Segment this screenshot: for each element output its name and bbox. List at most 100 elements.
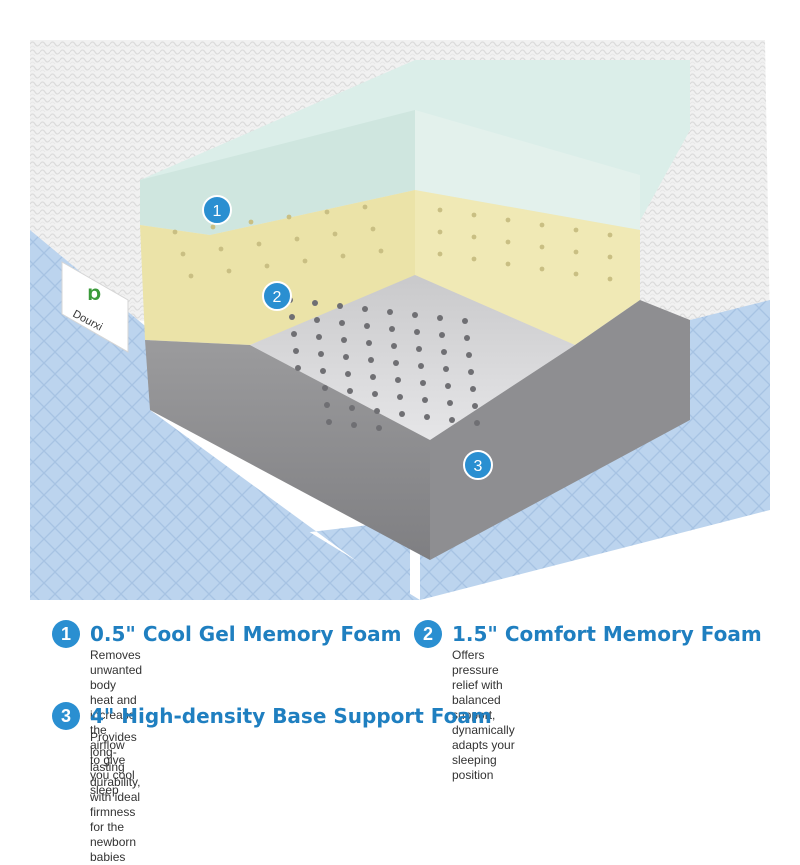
- perforation-dot: [374, 408, 380, 414]
- base-layer-floor: [250, 275, 575, 440]
- feature-title: 0.5" Cool Gel Memory Foam: [90, 622, 402, 646]
- mattress-cutaway-illustration: Ɒ Dourxi 1 2 3: [30, 40, 770, 600]
- perforation-dot: [437, 251, 443, 257]
- perforation-dot: [188, 273, 194, 279]
- perforation-dot: [397, 394, 403, 400]
- perforation-dot: [349, 405, 355, 411]
- perforation-dot: [422, 397, 428, 403]
- perforation-dot: [437, 315, 443, 321]
- perforation-dot: [341, 337, 347, 343]
- base-layer-front: [145, 340, 430, 560]
- perforation-dot: [437, 229, 443, 235]
- layer-marker-3: 3: [463, 450, 493, 480]
- perforation-dot: [418, 363, 424, 369]
- perforation-dot: [302, 258, 308, 264]
- perforation-dot: [573, 271, 579, 277]
- perforation-dot: [416, 346, 422, 352]
- perforation-dot: [372, 391, 378, 397]
- perforation-dot: [470, 386, 476, 392]
- perforation-dot: [424, 414, 430, 420]
- foam-perforations: [172, 204, 613, 431]
- perforation-dot: [316, 334, 322, 340]
- perforation-dot: [339, 320, 345, 326]
- svg-text:3: 3: [474, 458, 483, 475]
- perforation-dot: [347, 388, 353, 394]
- perforation-dot: [474, 420, 480, 426]
- perforation-dot: [370, 226, 376, 232]
- perforation-dot: [362, 204, 368, 210]
- perforation-dot: [443, 366, 449, 372]
- perforation-dot: [312, 300, 318, 306]
- perforation-dot: [573, 249, 579, 255]
- perforation-dot: [471, 234, 477, 240]
- perforation-dot: [505, 239, 511, 245]
- perforation-dot: [366, 340, 372, 346]
- feature-number-badge: 1: [52, 620, 80, 648]
- perforation-dot: [539, 222, 545, 228]
- perforation-dot: [210, 224, 216, 230]
- perforation-dot: [294, 236, 300, 242]
- perforation-dot: [539, 244, 545, 250]
- perforation-dot: [414, 329, 420, 335]
- comfort-layer-right: [415, 190, 640, 345]
- perforation-dot: [389, 326, 395, 332]
- perforation-dot: [505, 217, 511, 223]
- perforation-dot: [387, 309, 393, 315]
- perforation-dot: [449, 417, 455, 423]
- brand-logo-icon: Ɒ: [88, 285, 102, 304]
- perforation-dot: [314, 317, 320, 323]
- perforation-dot: [607, 232, 613, 238]
- perforation-dot: [393, 360, 399, 366]
- perforation-dot: [364, 323, 370, 329]
- perforation-dot: [399, 411, 405, 417]
- perforation-dot: [412, 312, 418, 318]
- mattress-side-panel-right: [420, 300, 770, 600]
- perforation-dot: [607, 276, 613, 282]
- feature-title: 4" High-density Base Support Foam: [90, 704, 492, 728]
- perforation-dot: [324, 402, 330, 408]
- perforation-dot: [318, 351, 324, 357]
- perforation-dot: [370, 374, 376, 380]
- perforation-dot: [180, 251, 186, 257]
- perforation-dot: [345, 371, 351, 377]
- perforation-dot: [471, 256, 477, 262]
- perforation-dot: [322, 385, 328, 391]
- svg-text:1: 1: [213, 203, 222, 220]
- perforation-dot: [471, 212, 477, 218]
- perforation-dot: [291, 331, 297, 337]
- layer-marker-2: 2: [262, 281, 292, 311]
- perforation-dot: [466, 352, 472, 358]
- perforation-dot: [172, 229, 178, 235]
- perforation-dot: [420, 380, 426, 386]
- perforation-dot: [468, 369, 474, 375]
- perforation-dot: [340, 253, 346, 259]
- perforation-dot: [343, 354, 349, 360]
- perforation-dot: [376, 425, 382, 431]
- perforation-dot: [539, 266, 545, 272]
- perforation-dot: [218, 246, 224, 252]
- brand-tag: Ɒ Dourxi: [61, 261, 129, 353]
- perforation-dot: [447, 400, 453, 406]
- perforation-dot: [320, 368, 326, 374]
- perforation-dot: [264, 263, 270, 269]
- feature-description: Removes unwanted body heat and increase …: [90, 648, 143, 797]
- perforation-dot: [378, 248, 384, 254]
- perforation-dot: [351, 422, 357, 428]
- perforation-dot: [462, 318, 468, 324]
- perforation-dot: [226, 268, 232, 274]
- perforation-dot: [439, 332, 445, 338]
- perforation-dot: [286, 214, 292, 220]
- feature-description: Provides long-lasting durability, with i…: [90, 730, 141, 864]
- base-layer-right: [430, 300, 690, 560]
- feature-description: Offers pressure relief with balanced sup…: [452, 648, 515, 782]
- perforation-dot: [326, 419, 332, 425]
- feature-title: 1.5" Comfort Memory Foam: [452, 622, 762, 646]
- perforation-dot: [391, 343, 397, 349]
- perforation-dot: [248, 219, 254, 225]
- feature-number-badge: 3: [52, 702, 80, 730]
- perforation-dot: [337, 303, 343, 309]
- svg-text:2: 2: [273, 289, 282, 306]
- perforation-dot: [437, 207, 443, 213]
- perforation-dot: [256, 241, 262, 247]
- perforation-dot: [472, 403, 478, 409]
